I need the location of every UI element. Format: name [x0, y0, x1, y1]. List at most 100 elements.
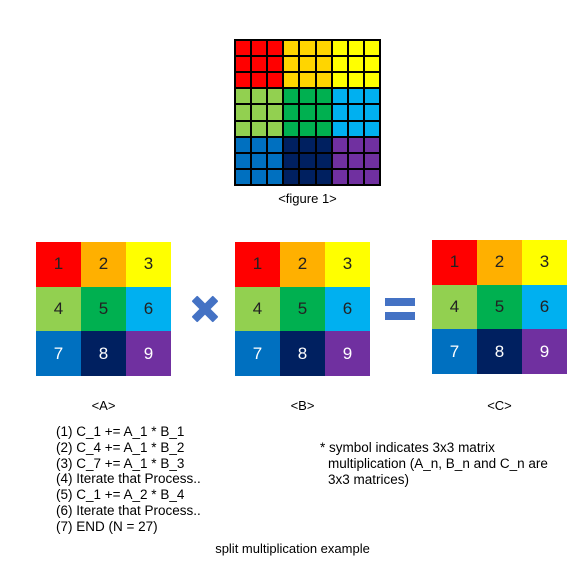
note-line: 3x3 matrices) [328, 472, 410, 487]
step-item: (1) C_1 += A_1 * B_1 [56, 424, 185, 439]
step-item: (3) C_7 += A_1 * B_3 [56, 455, 185, 471]
step-item: (6) Iterate that Process.. [56, 502, 201, 518]
figure-subcell [331, 104, 348, 121]
figure-subcell [267, 40, 284, 57]
matrix-cell: 7 [36, 331, 81, 376]
figure-subcell [267, 168, 284, 185]
footer-caption: split multiplication example [215, 541, 370, 556]
figure-subcell [283, 152, 300, 169]
figure-subcell [299, 40, 316, 57]
figure-subcell [331, 120, 348, 137]
figure-subcell [251, 88, 268, 105]
figure-subcell [315, 40, 332, 57]
step-item: (5) C_1 += A_2 * B_4 [56, 487, 185, 503]
figure-subcell [267, 56, 284, 73]
figure-subcell [315, 136, 332, 153]
figure-subcell [235, 72, 252, 89]
figure-subcell [363, 56, 380, 73]
figure-subcell [363, 120, 380, 137]
matrix-cell: 8 [477, 329, 522, 374]
matrix-c-label: <C> [487, 398, 512, 413]
figure-1-caption: <figure 1> [278, 191, 337, 206]
figure-subcell [347, 56, 364, 73]
figure-subcell [283, 136, 300, 153]
figure-subcell [267, 72, 284, 89]
figure-subcell [251, 152, 268, 169]
matrix-cell: 3 [126, 242, 171, 287]
figure-subcell [347, 168, 364, 185]
figure-subcell [363, 152, 380, 169]
figure-subcell [299, 104, 316, 121]
figure-subcell [267, 136, 284, 153]
matrix-cell: 9 [522, 329, 567, 374]
figure-subcell [347, 72, 364, 89]
figure-subcell [299, 120, 316, 137]
matrix-cell: 6 [126, 286, 171, 332]
figure-subcell [235, 104, 252, 121]
matrix-cell: 3 [325, 242, 370, 287]
note-line: * symbol indicates 3x3 matrix [320, 440, 495, 455]
figure-subcell [251, 120, 268, 137]
figure-subcell [283, 72, 300, 89]
figure-subcell [363, 88, 380, 105]
figure-subcell [267, 152, 284, 169]
figure-subcell [363, 168, 380, 185]
matrix-cell: 5 [280, 286, 325, 332]
figure-subcell [347, 104, 364, 121]
figure-subcell [347, 88, 364, 105]
figure-subcell [331, 40, 348, 57]
matrix-cell: 9 [126, 331, 171, 376]
figure-subcell [251, 136, 268, 153]
figure-subcell [347, 40, 364, 57]
step-item: (4) Iterate that Process.. [56, 471, 201, 487]
figure-subcell [283, 168, 300, 185]
figure-subcell [315, 120, 332, 137]
matrix-a-label: <A> [91, 398, 116, 413]
figure-subcell [299, 136, 316, 153]
step-item: (7) END (N = 27) [56, 518, 158, 534]
figure-subcell [283, 104, 300, 121]
equals-icon [385, 298, 415, 320]
figure-subcell [299, 88, 316, 105]
matrix-cell: 8 [81, 331, 126, 376]
note-line: multiplication (A_n, B_n and C_n are [328, 456, 548, 471]
figure-subcell [299, 56, 316, 73]
matrix-cell: 1 [36, 242, 81, 287]
matrix-cell: 4 [235, 286, 280, 332]
matrix-cell: 3 [522, 240, 567, 285]
figure-subcell [315, 152, 332, 169]
figure-subcell [347, 152, 364, 169]
figure-subcell [331, 56, 348, 73]
figure-subcell [235, 152, 252, 169]
figure-subcell [331, 168, 348, 185]
steps-list: (1) C_1 += A_1 * B_1 (2) C_4 += A_1 * B_… [56, 424, 201, 535]
matrix-cell: 6 [522, 284, 567, 330]
matrix-cell: 2 [477, 240, 522, 285]
figure-subcell [363, 40, 380, 57]
matrix-cell: 4 [432, 284, 477, 330]
figure-subcell [235, 136, 252, 153]
figure-subcell [251, 168, 268, 185]
figure-subcell [283, 40, 300, 57]
figure-subcell [235, 168, 252, 185]
figure-subcell [347, 120, 364, 137]
figure-subcell [299, 168, 316, 185]
matrix-cell: 2 [81, 242, 126, 287]
figure-subcell [315, 88, 332, 105]
matrix-cell: 2 [280, 242, 325, 287]
matrix-cell: 8 [280, 331, 325, 376]
figure-subcell [363, 136, 380, 153]
figure-subcell [267, 88, 284, 105]
figure-subcell [267, 104, 284, 121]
matrix-b-label: <B> [290, 398, 315, 413]
figure-subcell [331, 88, 348, 105]
figure-subcell [235, 88, 252, 105]
figure-subcell [363, 104, 380, 121]
figure-subcell [299, 72, 316, 89]
figure-subcell [363, 72, 380, 89]
matrix-cell: 5 [477, 284, 522, 330]
figure-subcell [267, 120, 284, 137]
